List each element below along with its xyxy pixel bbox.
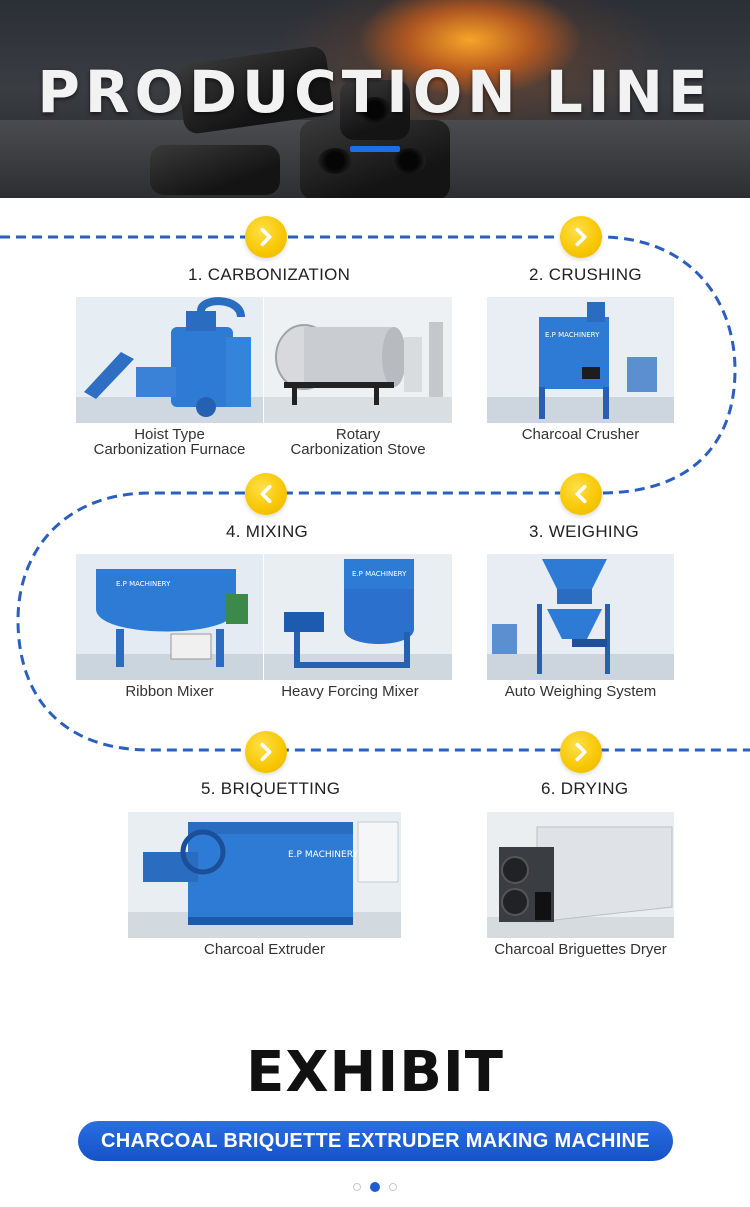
charcoal-briquette-image xyxy=(340,80,410,140)
brand-logo-text: E.P MACHINERY xyxy=(545,331,600,339)
caption-line: Hoist Type xyxy=(134,426,205,443)
machine-caption: Charcoal Crusher xyxy=(521,426,640,443)
caption-line: Carbonization Furnace xyxy=(93,441,246,458)
machine-illustration xyxy=(487,812,674,938)
production-line-banner: PRODUCTION LINE xyxy=(0,0,750,198)
machine-caption: Ribbon Mixer xyxy=(125,683,214,700)
machine-caption: Charcoal Briguettes Dryer xyxy=(494,941,667,958)
process-flow-path xyxy=(0,235,750,752)
carousel-pagination xyxy=(0,1182,750,1192)
chevron-left-icon xyxy=(260,484,272,504)
step-next-button[interactable] xyxy=(560,731,602,773)
chevron-right-icon xyxy=(260,742,272,762)
caption-line: Rotary xyxy=(335,426,381,443)
rotary-carbonization-stove-image[interactable] xyxy=(264,297,452,423)
machine-caption: Rotary Carbonization Stove xyxy=(264,427,452,457)
exhibit-subtitle: CHARCOAL BRIQUETTE EXTRUDER MAKING MACHI… xyxy=(101,1129,650,1152)
exhibit-subtitle-banner: CHARCOAL BRIQUETTE EXTRUDER MAKING MACHI… xyxy=(78,1121,673,1161)
carousel-dot[interactable] xyxy=(353,1183,361,1191)
chevron-right-icon xyxy=(575,227,587,247)
step-title-briquetting: 5. BRIQUETTING xyxy=(201,779,341,798)
machine-caption: Charcoal Extruder xyxy=(204,941,325,958)
machine-illustration xyxy=(264,297,452,423)
brand-logo-text: E.P MACHINERY xyxy=(116,580,171,588)
charcoal-briquette-image xyxy=(300,120,450,198)
step-next-button[interactable] xyxy=(560,216,602,258)
exhibit-title: EXHIBIT xyxy=(246,1040,504,1105)
machine-caption: Hoist Type Carbonization Furnace xyxy=(76,427,263,457)
heavy-forcing-mixer-image[interactable]: E.P MACHINERY xyxy=(264,554,452,680)
step-title-mixing: 4. MIXING xyxy=(226,522,309,541)
caption-line: Carbonization Stove xyxy=(290,441,426,458)
machine-illustration: E.P MACHINERY xyxy=(128,812,401,938)
step-prev-button[interactable] xyxy=(560,473,602,515)
brand-logo-text: E.P MACHINERY xyxy=(352,570,407,578)
title-underline xyxy=(350,146,400,152)
ribbon-mixer-image[interactable]: E.P MACHINERY xyxy=(76,554,263,680)
carousel-dot[interactable] xyxy=(389,1183,397,1191)
step-next-button[interactable] xyxy=(245,216,287,258)
chevron-right-icon xyxy=(260,227,272,247)
charcoal-briquette-image xyxy=(150,145,280,195)
charcoal-crusher-image[interactable]: E.P MACHINERY xyxy=(487,297,674,423)
step-title-crushing: 2. CRUSHING xyxy=(529,265,642,284)
carousel-dot-active[interactable] xyxy=(370,1182,380,1192)
banner-title: PRODUCTION LINE xyxy=(37,58,713,126)
step-prev-button[interactable] xyxy=(245,473,287,515)
machine-caption: Auto Weighing System xyxy=(504,683,657,700)
step-title-drying: 6. DRYING xyxy=(541,779,629,798)
chevron-left-icon xyxy=(575,484,587,504)
machine-illustration: E.P MACHINERY xyxy=(76,554,263,680)
hoist-carbonization-furnace-image[interactable] xyxy=(76,297,263,423)
charcoal-briquettes-dryer-image[interactable] xyxy=(487,812,674,938)
machine-illustration: E.P MACHINERY xyxy=(487,297,674,423)
chevron-right-icon xyxy=(575,742,587,762)
step-title-weighing: 3. WEIGHING xyxy=(529,522,640,541)
step-title-carbonization: 1. CARBONIZATION xyxy=(188,265,351,284)
machine-caption: Heavy Forcing Mixer xyxy=(281,683,419,700)
step-next-button[interactable] xyxy=(245,731,287,773)
brand-logo-text: E.P MACHINERY xyxy=(288,850,358,860)
machine-illustration xyxy=(487,554,674,680)
machine-illustration xyxy=(76,297,263,423)
charcoal-extruder-image[interactable]: E.P MACHINERY xyxy=(128,812,401,938)
machine-illustration: E.P MACHINERY xyxy=(264,554,452,680)
auto-weighing-system-image[interactable] xyxy=(487,554,674,680)
